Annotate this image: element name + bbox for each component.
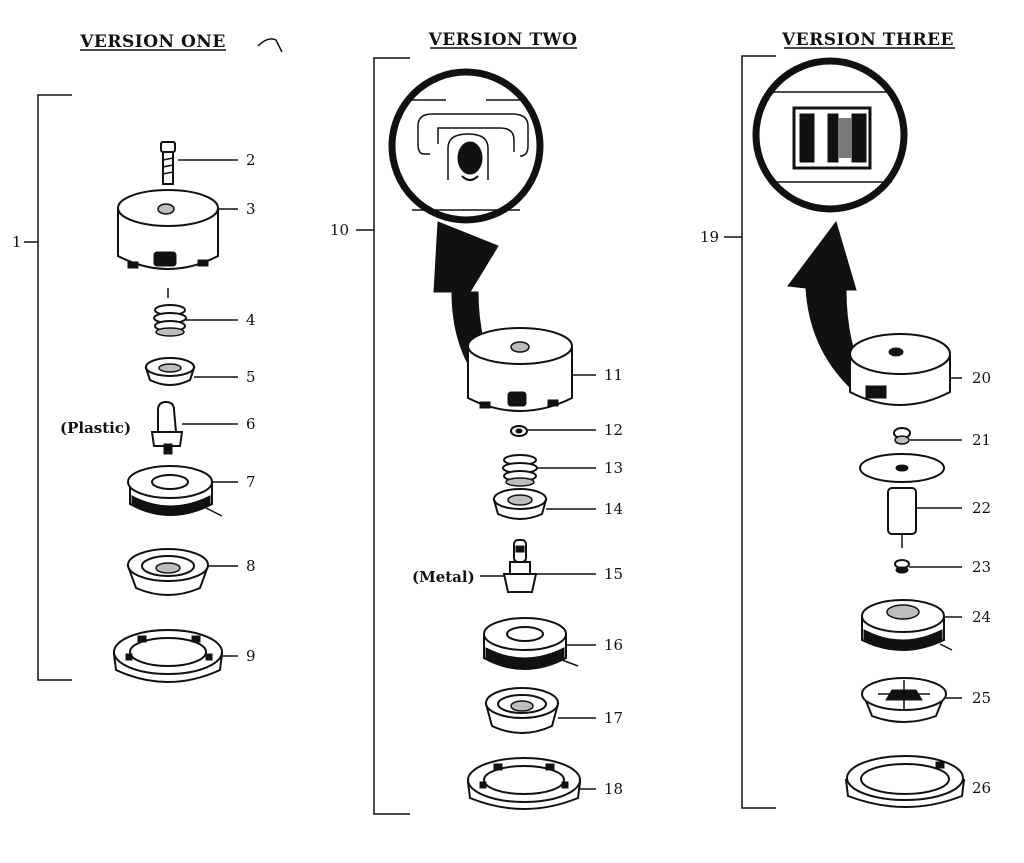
note-metal: (Metal) — [412, 568, 475, 586]
callout-number: 23 — [972, 558, 991, 576]
part-spool-housing — [467, 327, 573, 412]
assembly-bracket-10 — [373, 57, 410, 815]
part-retainer-cup — [492, 488, 548, 520]
part-line-spool — [861, 599, 953, 651]
callout-number: 24 — [972, 608, 991, 626]
callout-number: 25 — [972, 689, 991, 707]
part-nut — [893, 427, 911, 445]
callout-number: 21 — [972, 431, 991, 449]
part-spool-cap — [861, 677, 947, 723]
callout-number: 2 — [246, 151, 256, 169]
callout-number: 8 — [246, 557, 256, 575]
heading-version-one: VERSION ONE — [79, 32, 226, 52]
leader-lines — [178, 159, 964, 790]
callout-number: 13 — [604, 459, 623, 477]
detail-magnifier-v2 — [388, 68, 544, 224]
callout-number: 26 — [972, 779, 991, 797]
part-line-spool — [483, 617, 579, 670]
part-metal-adapter — [502, 539, 538, 593]
assembly-bracket-1 — [37, 94, 72, 681]
assembly-bracket-19 — [741, 55, 776, 809]
part-spring — [502, 454, 538, 487]
heading-version-two: VERSION TWO — [428, 30, 578, 50]
part-base-ring — [844, 755, 966, 808]
callout-number: 15 — [604, 565, 623, 583]
callout-number: 22 — [972, 499, 991, 517]
callout-number: 12 — [604, 421, 623, 439]
part-spool-cover — [126, 548, 210, 596]
part-base-ring — [466, 757, 582, 810]
assembly-number-10: 10 — [330, 221, 349, 239]
callout-number: 17 — [604, 709, 623, 727]
callout-number: 11 — [604, 366, 623, 384]
callout-number: 14 — [604, 500, 623, 518]
callout-number: 20 — [972, 369, 991, 387]
part-spool-housing — [117, 189, 219, 270]
part-spool-cover — [484, 687, 560, 734]
detail-magnifier-v3 — [752, 57, 908, 213]
callout-number: 3 — [246, 200, 256, 218]
stray-mark — [257, 38, 283, 53]
part-base-ring — [112, 629, 224, 683]
part-bolt — [160, 141, 176, 185]
note-plastic: (Plastic) — [60, 419, 131, 437]
part-spring — [153, 304, 187, 337]
heading-version-three: VERSION THREE — [781, 30, 954, 50]
part-retainer-cup — [144, 357, 196, 386]
part-spool-housing — [849, 333, 951, 406]
part-small-nut — [894, 559, 910, 574]
assembly-number-1: 1 — [12, 233, 22, 251]
part-line-spool — [127, 465, 223, 517]
callout-number: 16 — [604, 636, 623, 654]
callout-number: 4 — [246, 311, 256, 329]
callout-number: 5 — [246, 368, 256, 386]
callout-number: 6 — [246, 415, 256, 433]
callout-number: 9 — [246, 647, 256, 665]
assembly-number-19: 19 — [700, 228, 719, 246]
callout-number: 18 — [604, 780, 623, 798]
part-plastic-adapter — [150, 400, 184, 455]
callout-number: 7 — [246, 473, 256, 491]
part-drive-shaft — [859, 453, 945, 548]
part-clip — [510, 425, 528, 437]
